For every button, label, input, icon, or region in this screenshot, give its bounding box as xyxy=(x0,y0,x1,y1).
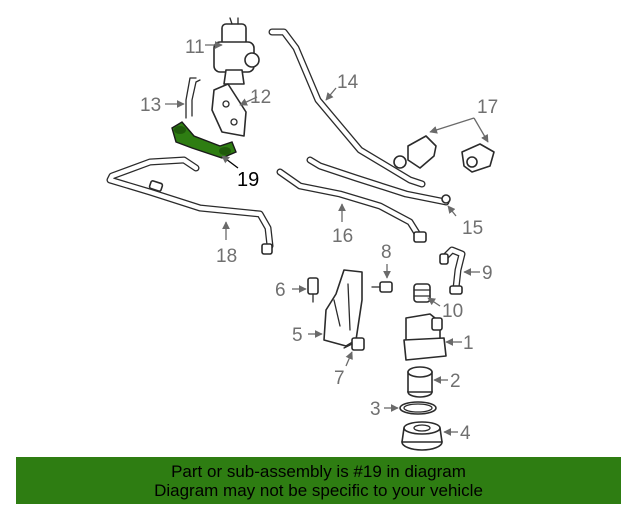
part-12-bracket[interactable]: 12 xyxy=(211,83,271,137)
part-11-air-pump[interactable]: 11 xyxy=(185,17,260,85)
part-1-mount[interactable]: 1 xyxy=(403,313,474,361)
part-17-valves[interactable]: 17 xyxy=(393,97,498,173)
callout-14: 14 xyxy=(337,72,359,93)
callout-1: 1 xyxy=(463,333,474,354)
callout-6: 6 xyxy=(275,280,286,301)
part-13-bracket-rod[interactable]: 13 xyxy=(140,77,201,119)
callout-10: 10 xyxy=(442,301,463,322)
parts-diagram: 11 12 13 19 18 14 xyxy=(106,17,498,451)
banner-line-1: Part or sub-assembly is #19 in diagram xyxy=(171,462,466,481)
part-19-bracket-highlighted[interactable]: 19 xyxy=(171,121,259,191)
callout-11: 11 xyxy=(185,37,205,58)
part-7-bolt[interactable]: 7 xyxy=(334,337,365,389)
callout-5: 5 xyxy=(292,325,303,346)
banner-line-2: Diagram may not be specific to your vehi… xyxy=(154,481,483,500)
part-9-hose[interactable]: 9 xyxy=(439,246,493,295)
callout-12: 12 xyxy=(250,87,271,108)
part-3-ring[interactable]: 3 xyxy=(370,399,437,420)
part-18-tube[interactable]: 18 xyxy=(106,156,274,267)
part-8-bolt[interactable]: 8 xyxy=(371,242,393,293)
part-16-tube[interactable]: 16 xyxy=(276,168,427,247)
part-15-tube[interactable]: 15 xyxy=(306,156,483,239)
callout-4: 4 xyxy=(460,423,471,444)
callout-7: 7 xyxy=(334,368,345,389)
callout-15: 15 xyxy=(462,218,483,239)
callout-16: 16 xyxy=(332,226,353,247)
callout-8: 8 xyxy=(381,242,392,263)
callout-3: 3 xyxy=(370,399,381,420)
callout-13: 13 xyxy=(140,95,161,116)
part-10-fitting[interactable]: 10 xyxy=(413,283,463,322)
part-6-bolt[interactable]: 6 xyxy=(275,277,319,303)
part-4-base-mount[interactable]: 4 xyxy=(401,421,471,451)
callout-9: 9 xyxy=(482,263,493,284)
part-14-tube[interactable]: 14 xyxy=(268,28,426,188)
callout-17: 17 xyxy=(477,97,498,118)
info-banner: Part or sub-assembly is #19 in diagram D… xyxy=(16,457,621,504)
callout-19: 19 xyxy=(237,169,259,191)
callout-18: 18 xyxy=(216,246,237,267)
part-5-support-bracket[interactable]: 5 xyxy=(292,269,363,347)
part-2-bushing[interactable]: 2 xyxy=(407,366,461,398)
callout-2: 2 xyxy=(450,371,461,392)
